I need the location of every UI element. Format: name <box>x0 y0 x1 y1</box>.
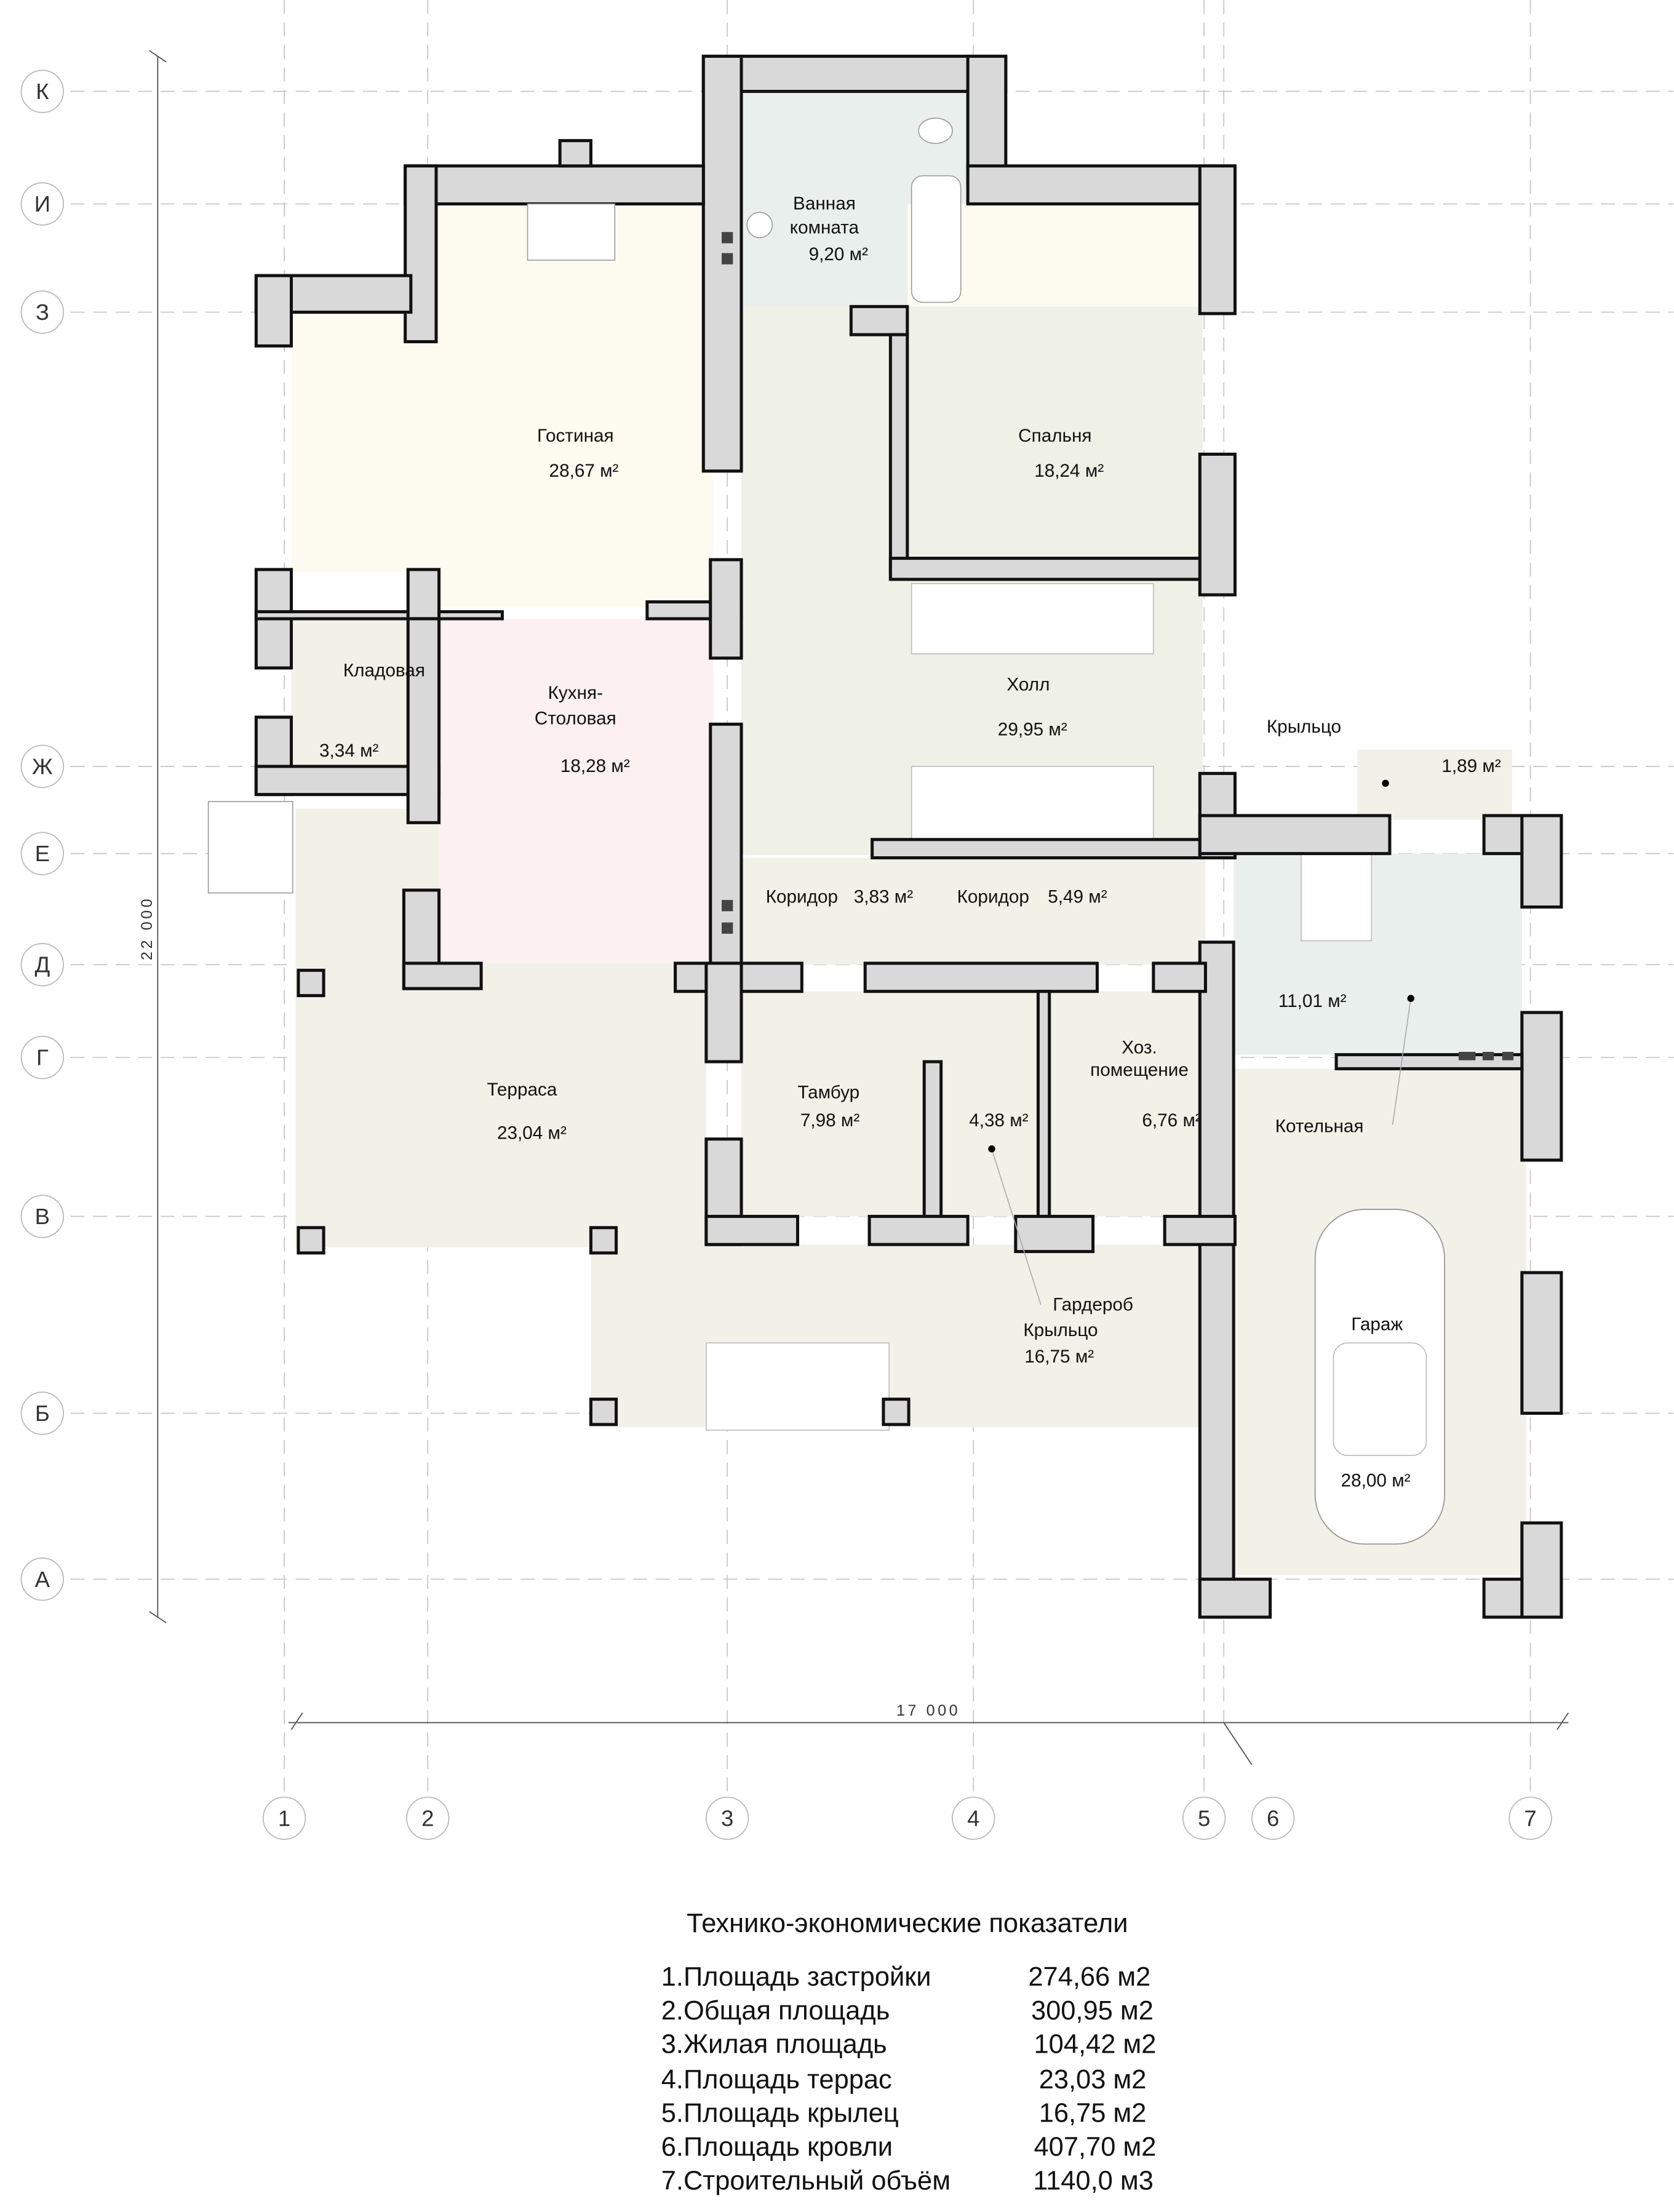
indicators-table: Технико-экономические показатели 1.Площа… <box>661 1909 1157 2195</box>
porch-main-area: 16,75 м² <box>1024 1347 1094 1367</box>
living-name: Гостиная <box>537 426 614 446</box>
axis-label: 7 <box>1524 1805 1536 1831</box>
terrace-area: 23,04 м² <box>497 1123 567 1144</box>
corridor2-area: 5,49 м² <box>1048 887 1107 907</box>
dimension-horizontal-label: 17 000 <box>896 1702 960 1719</box>
walls <box>254 54 1563 1619</box>
row-axis-markers: К И З Ж Е Д Г В Б А <box>20 70 65 1601</box>
axis-label: З <box>36 300 49 325</box>
axis-label: Г <box>36 1045 49 1070</box>
dimension-horizontal: 17 000 <box>288 1702 1569 1765</box>
indicator-value: 407,70 м2 <box>1034 2133 1157 2162</box>
pantry-area: 3,34 м² <box>319 741 378 761</box>
stairs-lower <box>911 766 1154 845</box>
axis-label: 2 <box>421 1805 434 1831</box>
indicator-value: 274,66 м2 <box>1028 1962 1150 1992</box>
kitchen-floor <box>439 618 714 963</box>
axis-label: 4 <box>967 1805 979 1831</box>
pantry-name: Кладовая <box>343 661 425 681</box>
terrace-name: Терраса <box>487 1080 557 1100</box>
axis-label: К <box>36 79 49 104</box>
indicator-label: 1.Площадь застройки <box>661 1962 931 1992</box>
terrace-steps <box>207 801 293 894</box>
fixtures <box>527 117 1514 1545</box>
indicator-value: 16,75 м2 <box>1039 2099 1147 2128</box>
stairs-upper <box>911 583 1154 654</box>
utility-area: 6,76 м² <box>1142 1110 1201 1131</box>
bath-name: комната <box>790 217 859 237</box>
bath-name: Ванная <box>793 194 856 214</box>
wardrobe-area: 4,38 м² <box>969 1110 1028 1131</box>
bedroom-name: Спальня <box>1018 426 1091 446</box>
kitchen-area: 18,28 м² <box>560 756 630 776</box>
corridor-floor <box>741 857 1206 965</box>
kitchen-name: Столовая <box>535 708 616 728</box>
indicator-value: 300,95 м2 <box>1031 1996 1154 2026</box>
living-annex-floor <box>291 312 439 573</box>
bath-area: 9,20 м² <box>809 244 868 265</box>
axis-label: В <box>35 1204 50 1229</box>
indicator-value: 1140,0 м3 <box>1033 2166 1154 2195</box>
indicator-label: 5.Площадь крылец <box>661 2099 899 2128</box>
utility-name: помещение <box>1090 1060 1189 1080</box>
axis-label: Ж <box>32 754 53 779</box>
dimension-vertical: 22 000 <box>138 50 167 1623</box>
toilet-icon <box>918 117 953 144</box>
garage-area: 28,00 м² <box>1341 1470 1411 1490</box>
indicator-value: 23,03 м2 <box>1039 2065 1147 2095</box>
axis-label: 3 <box>721 1805 733 1831</box>
boiler-area: 11,01 м² <box>1278 991 1347 1011</box>
indicator-label: 6.Площадь кровли <box>661 2133 893 2162</box>
corridor1-name: Коридор <box>766 887 838 907</box>
indicator-label: 7.Строительный объём <box>661 2166 951 2195</box>
axis-label: Б <box>35 1401 50 1426</box>
vestibule-name: Тамбур <box>797 1082 859 1102</box>
room-labels: Ванная комната 9,20 м² Гостиная 28,67 м²… <box>319 194 1501 1491</box>
car-icon <box>1314 1209 1445 1545</box>
column-axis-markers: 1 2 3 4 5 6 7 <box>262 1796 1552 1840</box>
corridor2-name: Коридор <box>957 887 1029 907</box>
pantry-floor <box>291 618 411 766</box>
boiler-name: Котельная <box>1275 1116 1364 1136</box>
bedroom-area: 18,24 м² <box>1034 461 1104 481</box>
hall-name: Холл <box>1006 674 1050 694</box>
bathtub-icon <box>911 175 962 303</box>
porch-small-area: 1,89 м² <box>1441 756 1501 776</box>
axis-label: Д <box>34 952 50 977</box>
axis-label: 6 <box>1267 1805 1279 1831</box>
boiler-floor <box>1234 853 1522 1055</box>
porch-main-name: Крыльцо <box>1023 1320 1098 1340</box>
indicator-value: 104,42 м2 <box>1034 2030 1157 2059</box>
porch-main-floor <box>591 1244 1199 1428</box>
indicator-label: 4.Площадь террас <box>661 2065 892 2095</box>
axis-label: А <box>35 1567 50 1592</box>
indicator-label: 2.Общая площадь <box>661 1996 890 2026</box>
boiler-stairs <box>1301 853 1373 942</box>
vestibule-area: 7,98 м² <box>800 1110 859 1131</box>
corridor1-area: 3,83 м² <box>854 887 913 907</box>
porch-steps <box>706 1342 890 1431</box>
fireplace-icon <box>527 203 616 261</box>
indicators-title: Технико-экономические показатели <box>687 1909 1128 1938</box>
axis-label: Е <box>35 841 50 866</box>
axis-label: 5 <box>1198 1805 1210 1831</box>
room-fills <box>207 91 1526 1575</box>
service-rooms-floor <box>741 991 1206 1217</box>
indicator-label: 3.Жилая площадь <box>661 2030 887 2059</box>
hall-area: 29,95 м² <box>998 720 1067 740</box>
garage-name: Гараж <box>1351 1315 1403 1335</box>
dimension-vertical-label: 22 000 <box>138 896 156 960</box>
sink-icon <box>746 212 773 239</box>
kitchen-name: Кухня- <box>548 683 603 703</box>
porch-small-name: Крыльцо <box>1267 717 1341 737</box>
living-area: 28,67 м² <box>549 461 619 481</box>
living-floor <box>436 204 714 608</box>
wardrobe-name: Гардероб <box>1053 1295 1133 1315</box>
utility-name: Хоз. <box>1122 1037 1157 1057</box>
axis-label: 1 <box>278 1805 290 1831</box>
axis-label: И <box>34 191 50 217</box>
